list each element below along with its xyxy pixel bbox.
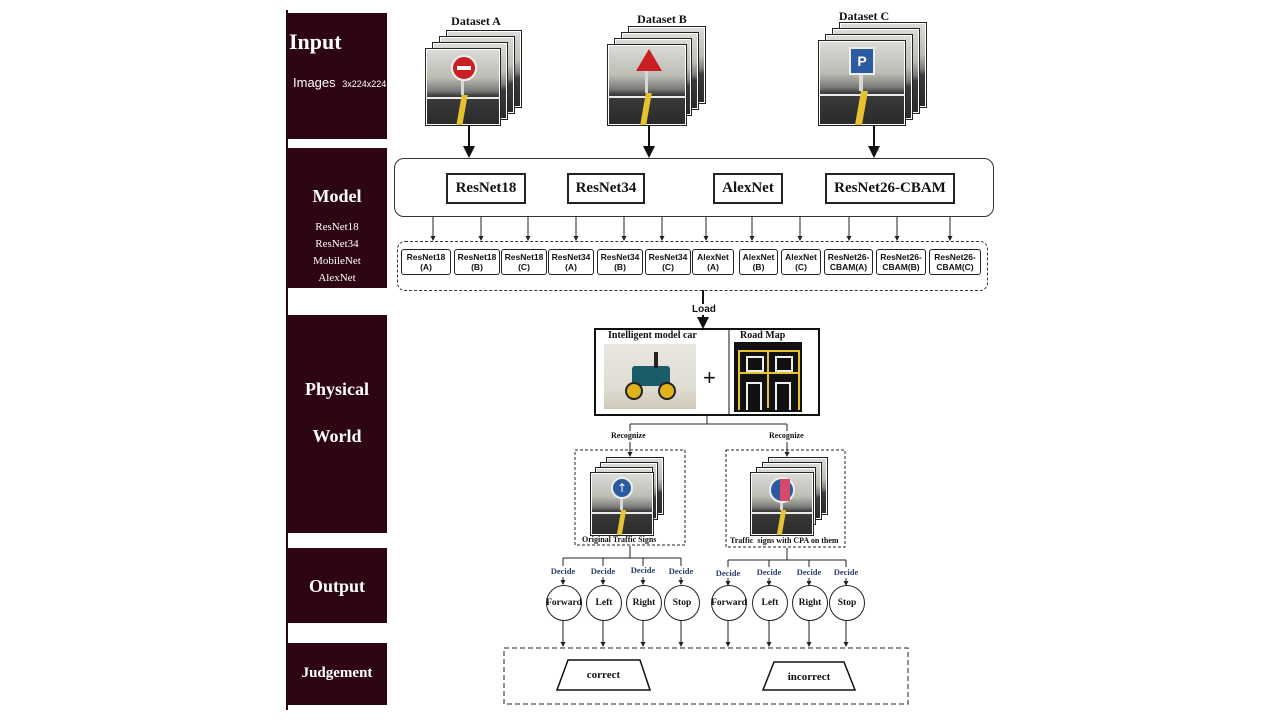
variant-alexnet-b: AlexNet(B): [739, 249, 778, 275]
variant-resnet26-cbam-a: ResNet26-CBAM(A): [824, 249, 873, 275]
decision-right: Right: [792, 585, 828, 621]
stage-output: Output: [287, 548, 387, 623]
stage-model: Model ResNet18 ResNet34 MobileNet AlexNe…: [287, 148, 387, 288]
correct-label: correct: [586, 669, 621, 681]
decision-left: Left: [752, 585, 788, 621]
plus-sign: +: [703, 365, 716, 390]
variant-resnet34-b: ResNet34(B): [597, 249, 643, 275]
dataset-c-label: Dataset C: [838, 9, 890, 23]
road-map-label: Road Map: [740, 330, 786, 341]
car-label: Intelligent model car: [608, 330, 697, 341]
stage-judgement: Judgement: [287, 643, 387, 705]
variant-resnet26-cbam-b: ResNet26-CBAM(B): [876, 249, 926, 275]
decision-forward: Forward: [711, 585, 747, 621]
variant-alexnet-c: AlexNet(C): [781, 249, 821, 275]
image-size-label: 3x224x224: [342, 79, 387, 89]
car-body: [632, 366, 670, 386]
no-entry-sign-icon: [451, 55, 477, 81]
decide-label: Decide: [833, 567, 859, 577]
stage-model-item: ResNet18: [315, 221, 359, 233]
dataset-b-label: Dataset B: [637, 12, 687, 26]
stage-input: Input Images 3x224x224: [287, 13, 387, 139]
ahead-sign-icon: ↑: [611, 477, 633, 499]
stage-input-subtitle: Images 3x224x224: [293, 75, 386, 90]
parking-sign-icon: P: [849, 47, 875, 75]
stage-physical-title-2: World: [312, 426, 362, 446]
decide-label: Decide: [796, 567, 822, 577]
stage-judgement-title: Judgement: [301, 665, 373, 681]
decision-forward: Forward: [546, 585, 582, 621]
decision-stop: Stop: [829, 585, 865, 621]
original-signs-label: Original Traffic Signs: [582, 535, 657, 544]
wheel-icon: [658, 382, 676, 400]
variant-resnet18-c: ResNet18(C): [501, 249, 547, 275]
stage-physical-world: Physical World: [287, 315, 387, 533]
recognize-label-right: Recognize: [769, 431, 804, 440]
stage-model-item: MobileNet: [313, 255, 361, 267]
variant-resnet26-cbam-c: ResNet26-CBAM(C): [929, 249, 981, 275]
model-alexnet: AlexNet: [713, 173, 783, 204]
variant-alexnet-a: AlexNet(A): [692, 249, 734, 275]
decide-label: Decide: [550, 566, 576, 576]
decision-stop: Stop: [664, 585, 700, 621]
decide-label: Decide: [668, 566, 694, 576]
cpa-signs-label: Traffic signs with CPA on them: [730, 536, 839, 545]
variant-resnet34-a: ResNet34(A): [548, 249, 594, 275]
variant-resnet18-b: ResNet18(B): [454, 249, 500, 275]
decide-label: Decide: [715, 568, 741, 578]
variant-resnet18-a: ResNet18(A): [401, 249, 451, 275]
car-arm: [654, 352, 658, 368]
patched-sign-icon: [769, 477, 795, 503]
dataset-a-label: Dataset A: [451, 14, 501, 28]
stage-input-title: Input: [289, 29, 342, 54]
decide-label: Decide: [590, 566, 616, 576]
images-label: Images: [293, 75, 336, 90]
stage-model-item: AlexNet: [318, 272, 356, 284]
model-resnet26-cbam: ResNet26-CBAM: [825, 173, 955, 204]
model-car-photo: [604, 344, 696, 409]
load-label: Load: [691, 304, 717, 315]
variant-resnet34-c: ResNet34(C): [645, 249, 691, 275]
stage-physical-title-1: Physical: [304, 379, 369, 399]
decide-label: Decide: [756, 567, 782, 577]
stage-output-title: Output: [308, 576, 366, 596]
warning-sign-icon: [636, 49, 662, 71]
trained-models-box: [397, 241, 988, 291]
model-resnet34: ResNet34: [567, 173, 645, 204]
incorrect-label: incorrect: [787, 671, 831, 683]
wheel-icon: [625, 382, 643, 400]
model-resnet18: ResNet18: [446, 173, 526, 204]
decision-right: Right: [626, 585, 662, 621]
recognize-label-left: Recognize: [611, 431, 646, 440]
stage-model-item: ResNet34: [315, 238, 359, 250]
stage-model-title: Model: [312, 186, 362, 206]
decide-label: Decide: [630, 565, 656, 575]
road-map-image: [734, 342, 802, 412]
decision-left: Left: [586, 585, 622, 621]
